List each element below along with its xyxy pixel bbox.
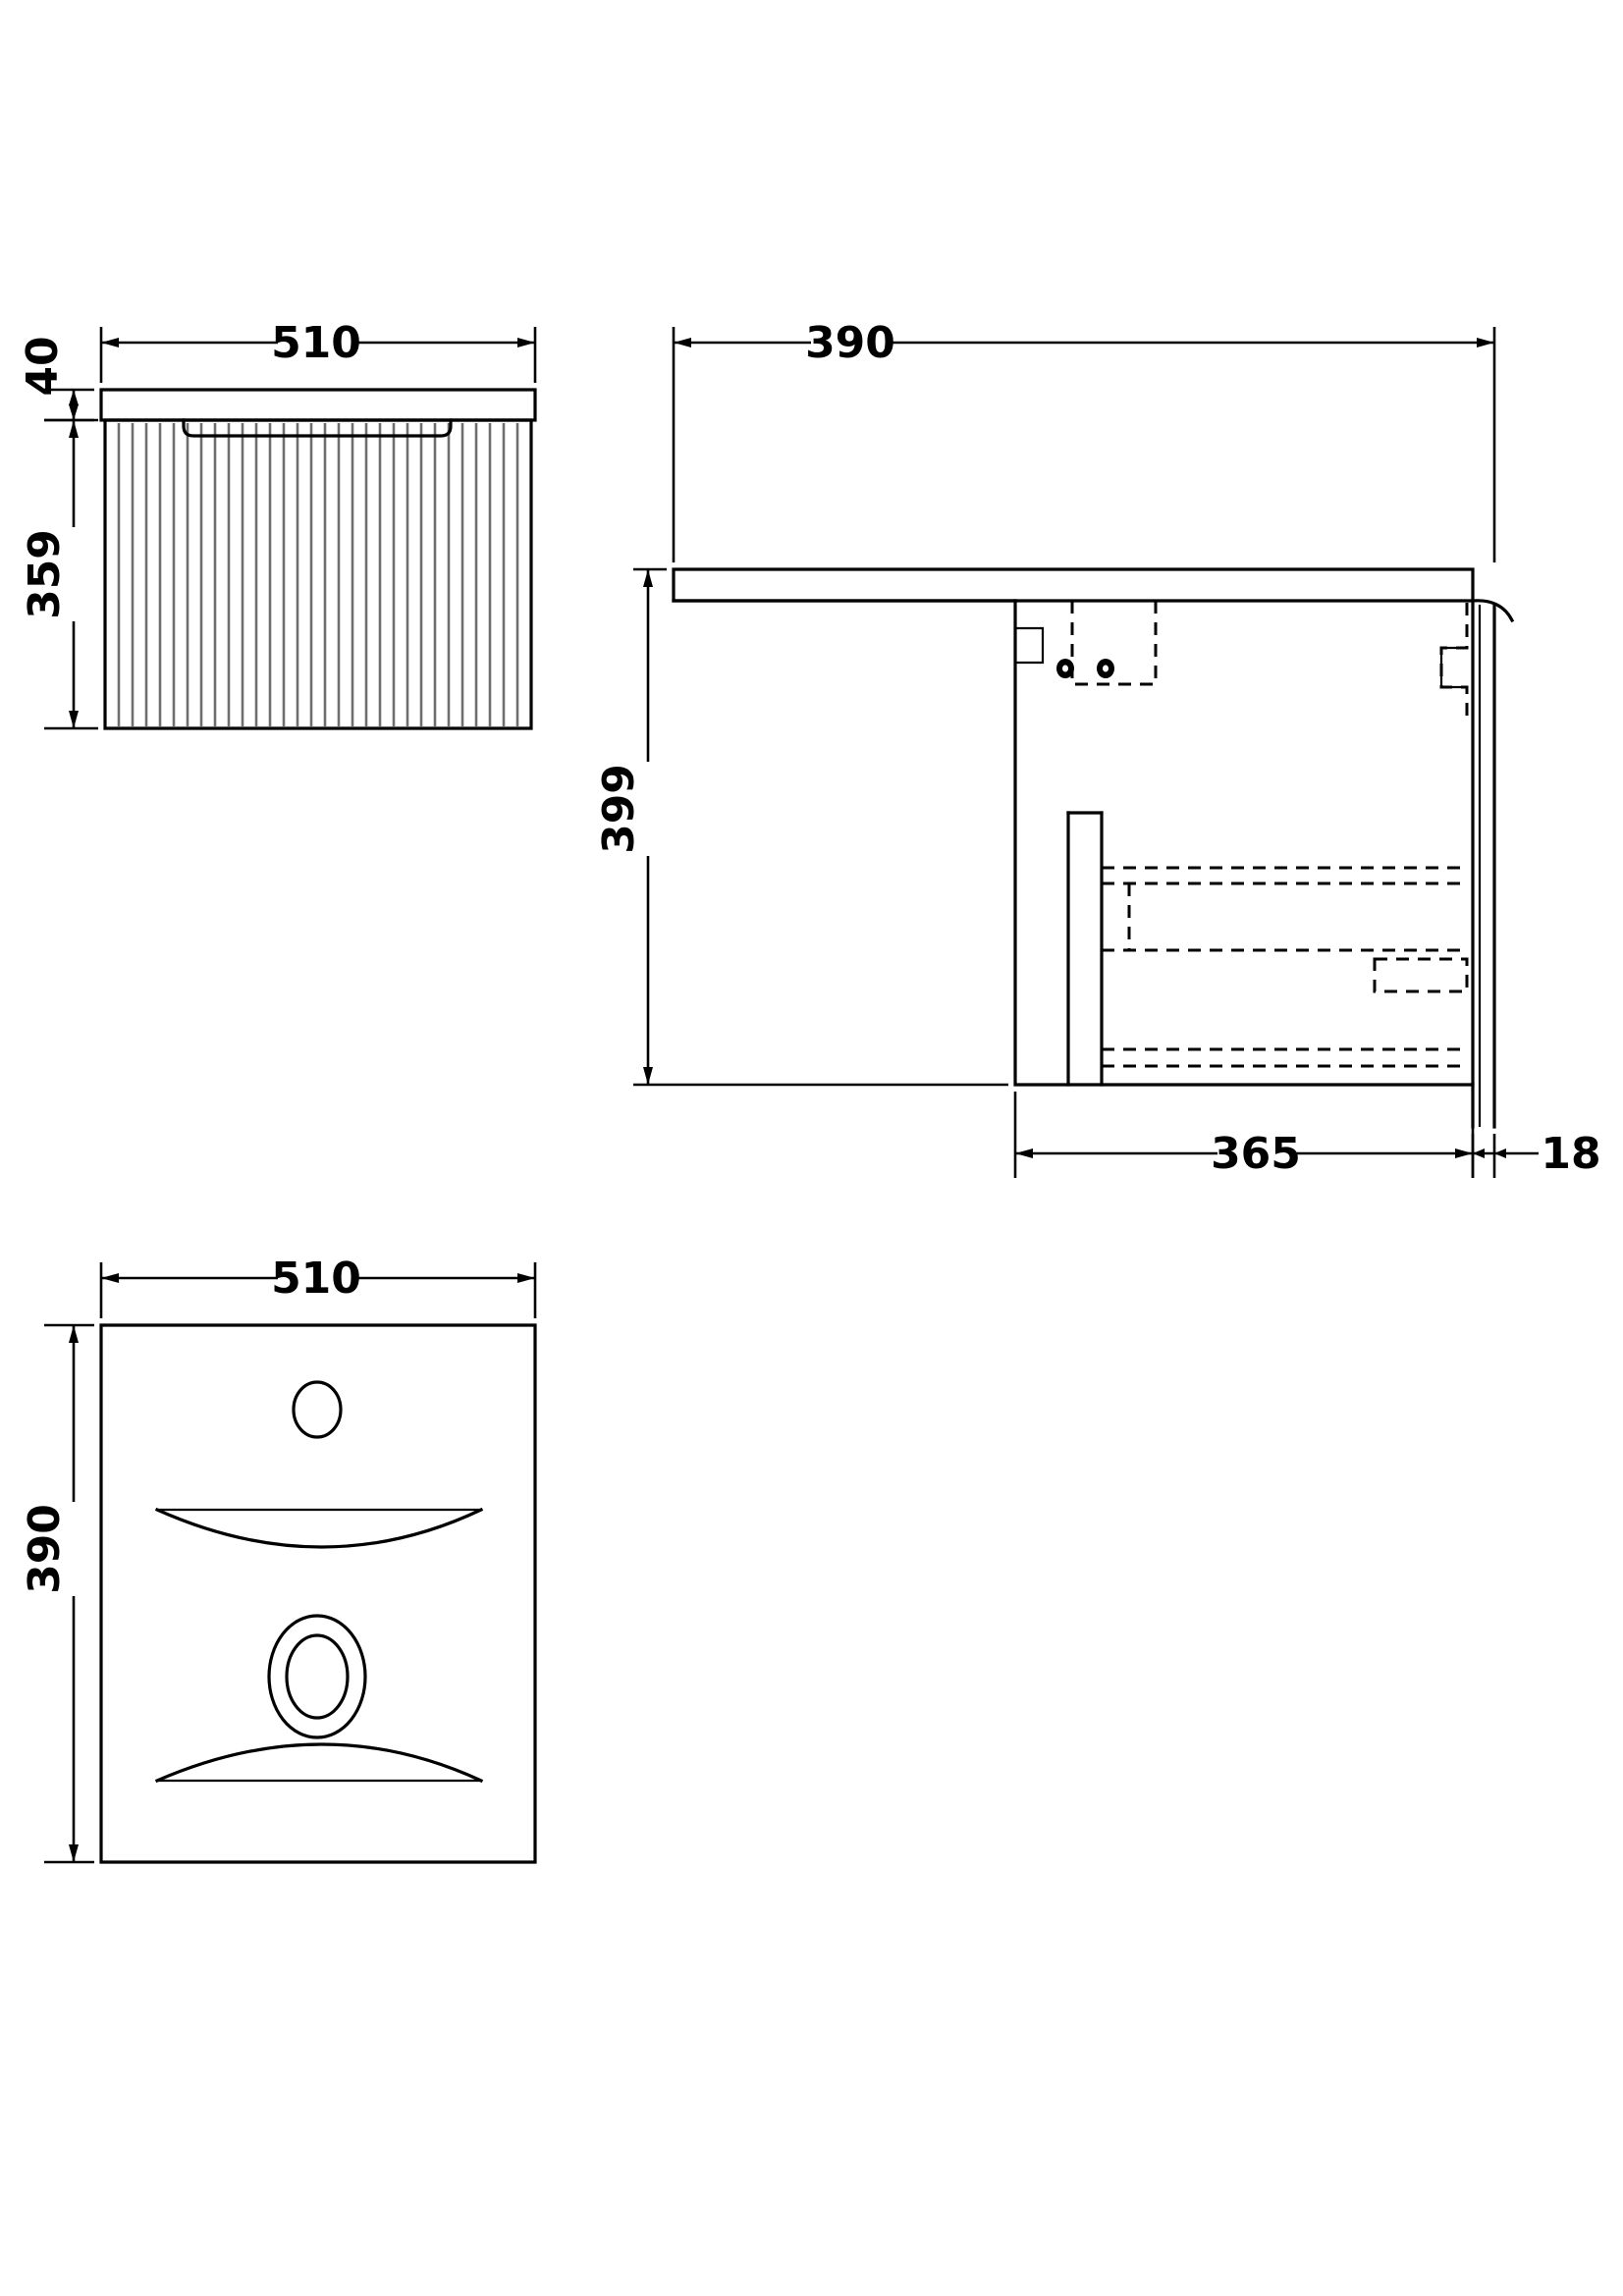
- dimension-label-front-width: 510: [271, 318, 361, 368]
- carcass-section: [672, 599, 1475, 1087]
- dimension-front-width: 510: [99, 318, 537, 383]
- dimension-basin-width: 510: [99, 1254, 537, 1318]
- dimension-label-door-thickness: 18: [1541, 1129, 1600, 1179]
- side-section-view: 390 399 365 18: [594, 318, 1601, 1179]
- hinge-recess-hidden: [1439, 603, 1469, 717]
- worktop-slab-section: [672, 567, 1475, 603]
- dimension-label-basin-width: 510: [271, 1254, 361, 1304]
- dimension-label-side-depth: 390: [805, 318, 895, 368]
- dimension-label-side-height: 399: [594, 764, 644, 854]
- dimension-side-height: 399: [594, 567, 1008, 1087]
- basin-outline: [99, 1323, 537, 1864]
- dimension-basin-depth: 390: [20, 1323, 94, 1864]
- dimension-label-worktop-height: 40: [18, 336, 68, 396]
- recessed-handle-groove[interactable]: [182, 418, 453, 438]
- fixing-hole-right: [1097, 659, 1114, 678]
- basin-plan-view: 510 390: [20, 1254, 537, 1864]
- worktop-slab: [99, 388, 537, 422]
- dimension-door-thickness: 18: [1471, 1129, 1601, 1179]
- dimension-carcass-depth: 365: [1013, 1092, 1475, 1179]
- dimension-worktop-height: 40: [18, 336, 94, 422]
- front-elevation-view: 510 40 359: [18, 318, 537, 730]
- door-panel-section: [1471, 599, 1515, 1129]
- fluted-door-panel: [103, 418, 533, 730]
- fixing-hole-left: [1056, 659, 1074, 678]
- flute-lines: [117, 423, 519, 726]
- dimension-side-depth: 390: [672, 318, 1496, 562]
- dimension-label-carcass-depth: 365: [1211, 1129, 1301, 1179]
- dimension-label-cabinet-height: 359: [20, 529, 70, 619]
- wall-bracket-hidden: [1013, 601, 1158, 686]
- drawer-support-bracket: [1066, 811, 1104, 1087]
- drawer-box-hidden: [1100, 866, 1467, 1068]
- tap-hole-circle: [292, 1380, 343, 1439]
- basin-front-curve: [154, 1742, 484, 1784]
- dimension-label-basin-depth: 390: [20, 1504, 70, 1594]
- drawer-runner-hidden: [1373, 957, 1469, 993]
- dimension-cabinet-height: 359: [20, 418, 98, 730]
- basin-rear-curve: [154, 1507, 484, 1549]
- waste-outlet-rings: [267, 1614, 367, 1739]
